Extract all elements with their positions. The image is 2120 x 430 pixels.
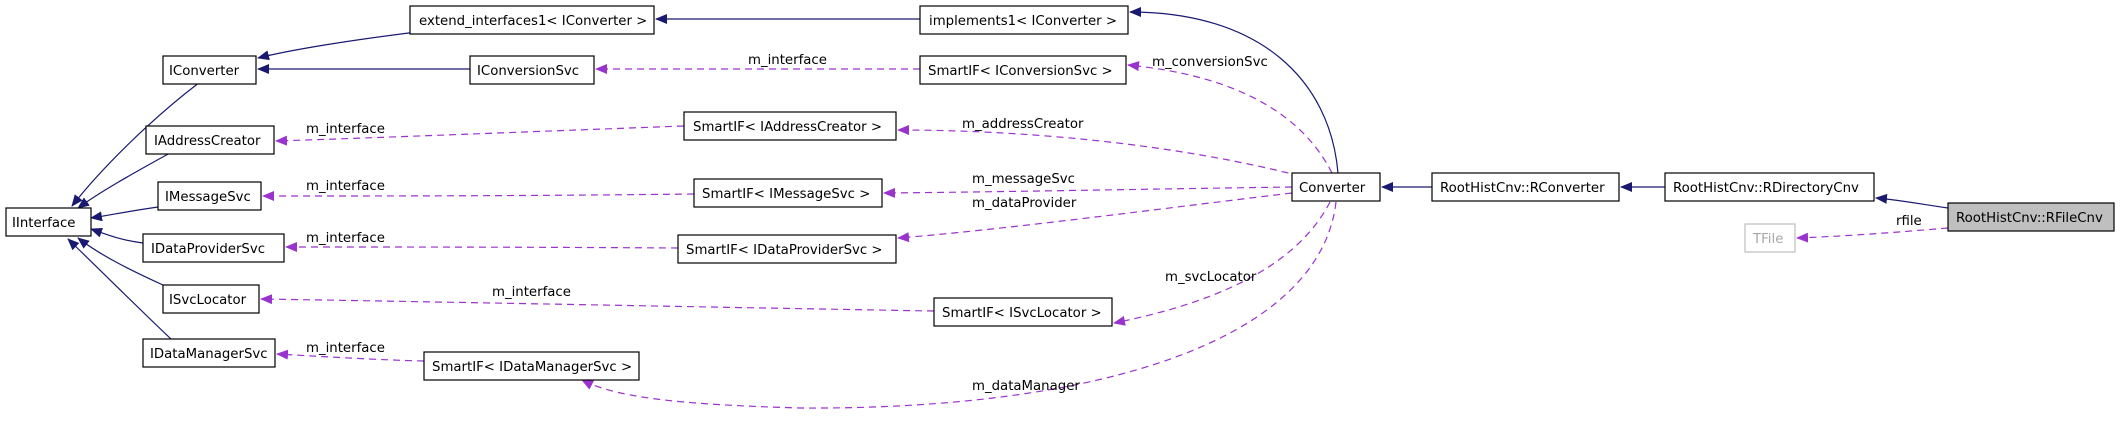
node-label-iconverter: IConverter [169, 64, 240, 79]
node-iinterface[interactable]: IInterface [5, 207, 92, 237]
node-smartif-idataprovidersvc[interactable]: SmartIF< IDataProviderSvc > [677, 234, 897, 264]
node-label-converter: Converter [1299, 181, 1366, 196]
node-tfile[interactable]: TFile [1744, 223, 1796, 253]
edge-label-m-svclocator: m_svcLocator [1165, 270, 1257, 285]
node-smartif-idatamanagersvc[interactable]: SmartIF< IDataManagerSvc > [423, 351, 640, 381]
node-smartif-iconversionsvc[interactable]: SmartIF< IConversionSvc > [919, 55, 1127, 85]
node-label-rdirectorycnv: RootHistCnv::RDirectoryCnv [1673, 181, 1859, 196]
edge-label-m-addresscreator: m_addressCreator [962, 117, 1084, 132]
node-label-tfile: TFile [1752, 232, 1783, 247]
node-label-smartif-isvclocator: SmartIF< ISvcLocator > [942, 306, 1102, 321]
node-label-implements: implements1< IConverter > [929, 14, 1117, 29]
edge-converter-to-smartif-idataprovidersvc [897, 192, 1293, 243]
usage-edges [260, 61, 1949, 409]
edge-rfilecnv-to-rdirectorycnv [1875, 193, 1949, 209]
node-label-iconversionsvc: IConversionSvc [477, 64, 579, 79]
node-label-idatamanagersvc: IDataManagerSvc [150, 347, 268, 362]
edge-converter-to-smartif-iaddresscreator [897, 125, 1301, 177]
edge-label-m-dataprovider: m_dataProvider [972, 196, 1077, 211]
edge-idataprovidersvc-to-iinterface [90, 227, 144, 244]
node-idataprovidersvc[interactable]: IDataProviderSvc [142, 233, 285, 263]
edge-isvclocator-to-iinterface [77, 237, 164, 286]
node-label-extend-interfaces: extend_interfaces1< IConverter > [419, 14, 647, 29]
node-idatamanagersvc[interactable]: IDataManagerSvc [142, 338, 276, 368]
edge-converter-to-smartif-idatamanagersvc [581, 201, 1337, 409]
edge-smartif-isvclocator-to-isvclocator [260, 294, 935, 312]
edge-label-datamanagersvc-m-interface: m_interface [306, 341, 385, 356]
edge-converter-to-implements [1129, 7, 1339, 174]
node-imessagesvc[interactable]: IMessageSvc [157, 181, 262, 211]
edge-label-dataprovidersvc-m-interface: m_interface [306, 231, 385, 246]
node-label-smartif-iconversionsvc: SmartIF< IConversionSvc > [928, 64, 1113, 79]
edge-smartif-iaddresscreator-to-iaddresscreator [275, 125, 685, 146]
edge-label-svclocator-m-interface: m_interface [492, 285, 571, 300]
node-label-idataprovidersvc: IDataProviderSvc [151, 242, 265, 257]
edge-smartif-imessagesvc-to-imessagesvc [262, 190, 695, 201]
node-label-rfilecnv: RootHistCnv::RFileCnv [1956, 211, 2103, 226]
node-label-iaddresscreator: IAddressCreator [154, 134, 261, 149]
edge-label-m-messagesvc: m_messageSvc [972, 172, 1075, 187]
node-rconverter[interactable]: RootHistCnv::RConverter [1431, 172, 1620, 202]
node-label-smartif-iaddresscreator: SmartIF< IAddressCreator > [693, 120, 882, 135]
node-implements[interactable]: implements1< IConverter > [919, 5, 1129, 35]
node-smartif-isvclocator[interactable]: SmartIF< ISvcLocator > [933, 297, 1113, 327]
edge-label-m-conversionsvc: m_conversionSvc [1152, 55, 1268, 70]
node-smartif-iaddresscreator[interactable]: SmartIF< IAddressCreator > [683, 111, 897, 141]
edge-tfile-to-rfilecnv [1796, 227, 1949, 243]
node-iconversionsvc[interactable]: IConversionSvc [469, 55, 595, 85]
node-iaddresscreator[interactable]: IAddressCreator [145, 125, 275, 155]
edge-label-messagesvc-m-interface: m_interface [306, 179, 385, 194]
inheritance-edges [67, 7, 1949, 341]
edge-label-m-datamanager: m_dataManager [972, 379, 1080, 394]
node-smartif-imessagesvc[interactable]: SmartIF< IMessageSvc > [693, 178, 883, 208]
edge-smartif-idatamanagersvc-to-idatamanagersvc [276, 349, 425, 362]
node-label-imessagesvc: IMessageSvc [165, 190, 251, 205]
edge-label-addresscreator-m-interface: m_interface [306, 122, 385, 137]
node-label-smartif-imessagesvc: SmartIF< IMessageSvc > [702, 187, 870, 202]
edge-imessagesvc-to-iinterface [90, 206, 159, 222]
edge-iconverter-to-iinterface [71, 81, 201, 207]
edge-label-conversionsvc-m-interface: m_interface [748, 53, 827, 68]
edge-extend-interfaces-to-iconverter [257, 30, 426, 61]
node-rdirectorycnv[interactable]: RootHistCnv::RDirectoryCnv [1664, 172, 1875, 202]
node-label-smartif-idataprovidersvc: SmartIF< IDataProviderSvc > [686, 243, 883, 258]
node-label-smartif-idatamanagersvc: SmartIF< IDataManagerSvc > [432, 360, 632, 375]
edge-converter-to-smartif-imessagesvc [883, 186, 1293, 198]
edge-labels: m_interface m_interface m_interface m_in… [306, 53, 1922, 394]
edge-iaddresscreator-to-iinterface [77, 152, 171, 209]
edge-converter-to-smartif-isvclocator [1113, 201, 1331, 326]
node-label-iinterface: IInterface [12, 216, 75, 231]
node-isvclocator[interactable]: ISvcLocator [162, 284, 260, 314]
edge-converter-to-smartif-iconversionsvc [1127, 61, 1333, 174]
node-converter[interactable]: Converter [1291, 172, 1381, 202]
node-iconverter[interactable]: IConverter [162, 55, 257, 85]
node-extend-interfaces[interactable]: extend_interfaces1< IConverter > [409, 5, 655, 35]
edge-smartif-idataprovidersvc-to-idataprovidersvc [285, 242, 679, 253]
node-label-isvclocator: ISvcLocator [169, 293, 247, 308]
node-label-rconverter: RootHistCnv::RConverter [1440, 181, 1605, 196]
nodes: IInterface IConverter IAddressCreator IM… [5, 5, 2115, 381]
edge-idatamanagersvc-to-iinterface [67, 238, 173, 341]
node-rfilecnv[interactable]: RootHistCnv::RFileCnv [1947, 202, 2115, 232]
edge-label-rfile: rfile [1896, 214, 1922, 229]
